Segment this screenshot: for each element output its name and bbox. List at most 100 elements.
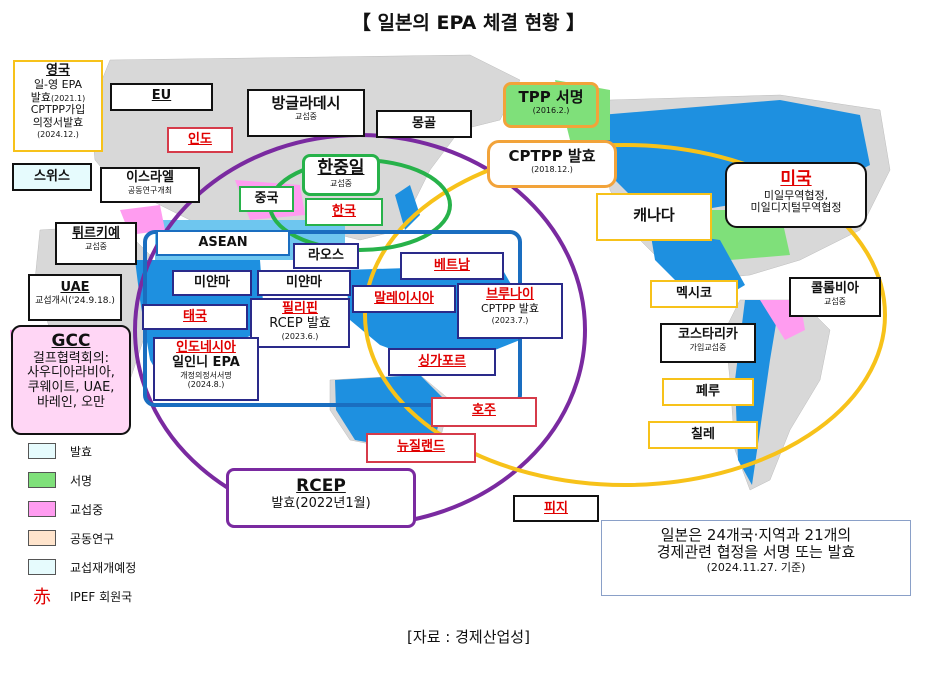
- fiji-name: 피지: [544, 501, 568, 516]
- laos-name: 라오스: [308, 248, 344, 263]
- box-colombia: 콜롬비아 교섭중: [789, 277, 881, 317]
- box-rcep: RCEP 발효(2022년1월): [226, 468, 416, 528]
- uk-line3: CPTPP가입: [30, 103, 86, 117]
- box-israel: 이스라엘 공동연구개최: [100, 167, 200, 203]
- box-gcc: GCC 걸프협력회의: 사우디아라비아, 쿠웨이트, UAE, 바레인, 오만: [11, 325, 131, 435]
- legend-swatch: [28, 443, 56, 459]
- box-china: 중국: [239, 186, 294, 212]
- legend-label: 서명: [70, 473, 93, 488]
- brunei-line1: CPTPP 발효: [480, 301, 540, 315]
- box-newzealand: 뉴질랜드: [366, 433, 476, 463]
- box-bangladesh: 방글라데시 교섭중: [247, 89, 365, 137]
- box-eu: EU: [110, 83, 213, 111]
- gcc-line1: 걸프협력회의:: [32, 350, 110, 366]
- tpp-name: TPP 서명: [518, 88, 584, 106]
- philippines-name: 필리핀: [282, 301, 318, 316]
- legend-swatch: [28, 559, 56, 575]
- box-philippines: 필리핀 RCEP 발효 (2023.6.): [250, 298, 350, 348]
- indonesia-line1: 일인니 EPA: [172, 354, 240, 370]
- colombia-sub: 교섭중: [823, 296, 847, 306]
- box-korea: 한국: [305, 198, 383, 226]
- legend-label: 교섭재개예정: [70, 560, 137, 575]
- korea-name: 한국: [332, 204, 356, 219]
- uk-line1: 일-영 EPA: [33, 77, 83, 91]
- box-uae: UAE 교섭개시('24.9.18.): [28, 274, 122, 321]
- myanmar-2-name: 미얀마: [286, 275, 322, 290]
- box-myanmar-1: 미얀마: [172, 270, 252, 296]
- uk-line4: 의정서발효: [32, 115, 84, 129]
- philippines-line1: RCEP 발효: [269, 315, 331, 331]
- summary-line3: (2024.11.27. 기준): [706, 560, 806, 574]
- vietnam-name: 베트남: [434, 258, 470, 273]
- box-myanmar-2: 미얀마: [257, 270, 351, 296]
- brunei-name: 브루나이: [486, 287, 534, 302]
- box-mexico: 멕시코: [650, 280, 738, 308]
- box-chile: 칠레: [648, 421, 758, 449]
- indonesia-line3: (2024.8.): [187, 380, 225, 390]
- legend-item: 교섭재개예정: [28, 557, 136, 577]
- legend-label: 발효: [70, 444, 93, 459]
- gcc-line3: 쿠웨이트, UAE,: [27, 380, 115, 396]
- uae-name: UAE: [60, 280, 90, 295]
- box-cjk: 한중일 교섭중: [302, 154, 380, 196]
- box-usa: 미국 미일무역협정, 미일디지털무역협정: [725, 162, 867, 228]
- box-turkey: 튀르키예 교섭중: [55, 222, 137, 265]
- bangladesh-sub: 교섭중: [294, 112, 318, 122]
- myanmar-1-name: 미얀마: [194, 275, 230, 290]
- box-switzerland: 스위스: [12, 163, 92, 191]
- israel-name: 이스라엘: [126, 170, 174, 185]
- mexico-name: 멕시코: [676, 286, 712, 301]
- box-peru: 페루: [662, 378, 754, 406]
- uae-sub: 교섭개시('24.9.18.): [35, 295, 115, 306]
- box-cptpp: CPTPP 발효 (2018.12.): [487, 140, 617, 188]
- cptpp-name: CPTPP 발효: [508, 147, 596, 165]
- eu-name: EU: [151, 88, 172, 103]
- legend-item: 서명: [28, 470, 92, 490]
- legend-label: IPEF 회원국: [70, 589, 133, 604]
- rcep-name: RCEP: [296, 476, 346, 496]
- gcc-name: GCC: [51, 331, 91, 351]
- australia-name: 호주: [472, 403, 496, 418]
- philippines-line2: (2023.6.): [281, 331, 319, 341]
- costarica-sub: 가입교섭중: [689, 342, 727, 352]
- box-brunei: 브루나이 CPTPP 발효 (2023.7.): [457, 283, 563, 339]
- legend-swatch: [28, 501, 56, 517]
- rcep-sub: 발효(2022년1월): [271, 495, 371, 511]
- india-name: 인도: [188, 132, 212, 147]
- box-singapore: 싱가포르: [388, 348, 496, 376]
- box-canada: 캐나다: [596, 193, 712, 241]
- box-malaysia: 말레이시아: [352, 285, 456, 313]
- legend-item: 공동연구: [28, 528, 114, 548]
- gcc-line2: 사우디아라비아,: [27, 365, 115, 381]
- colombia-name: 콜롬비아: [811, 281, 859, 296]
- ipef-symbol: 赤: [33, 587, 51, 608]
- box-tpp: TPP 서명 (2016.2.): [503, 82, 599, 128]
- uk-line5: (2024.12.): [37, 129, 79, 139]
- brunei-line2: (2023.7.): [491, 315, 529, 325]
- page-title: 【 일본의 EPA 체결 현황 】: [351, 12, 586, 34]
- asean-name: ASEAN: [198, 235, 248, 250]
- chile-name: 칠레: [691, 427, 715, 442]
- indonesia-name: 인도네시아: [176, 340, 236, 355]
- legend-item: 교섭중: [28, 499, 103, 519]
- gcc-line4: 바레인, 오만: [36, 395, 106, 411]
- legend-swatch: [28, 472, 56, 488]
- cjk-name: 한중일: [317, 158, 365, 178]
- turkey-name: 튀르키예: [72, 226, 120, 241]
- china-name: 중국: [254, 191, 279, 206]
- peru-name: 페루: [696, 384, 720, 399]
- usa-name: 미국: [780, 169, 812, 189]
- usa-line1: 미일무역협정,: [763, 188, 829, 202]
- box-india: 인도: [167, 127, 233, 153]
- summary-box: 일본은 24개국·지역과 21개의 경제관련 협정을 서명 또는 발효 (202…: [601, 520, 911, 596]
- newzealand-name: 뉴질랜드: [397, 439, 445, 454]
- box-vietnam: 베트남: [400, 252, 504, 280]
- bangladesh-name: 방글라데시: [271, 94, 341, 112]
- tpp-sub: (2016.2.): [532, 106, 570, 116]
- legend-label: 공동연구: [70, 531, 115, 546]
- legend-swatch: [28, 530, 56, 546]
- malaysia-name: 말레이시아: [374, 291, 434, 306]
- uk-line2-date: (2021.1): [51, 93, 86, 103]
- box-indonesia: 인도네시아 일인니 EPA 개정의정서서명 (2024.8.): [153, 337, 259, 401]
- switzerland-name: 스위스: [34, 169, 70, 184]
